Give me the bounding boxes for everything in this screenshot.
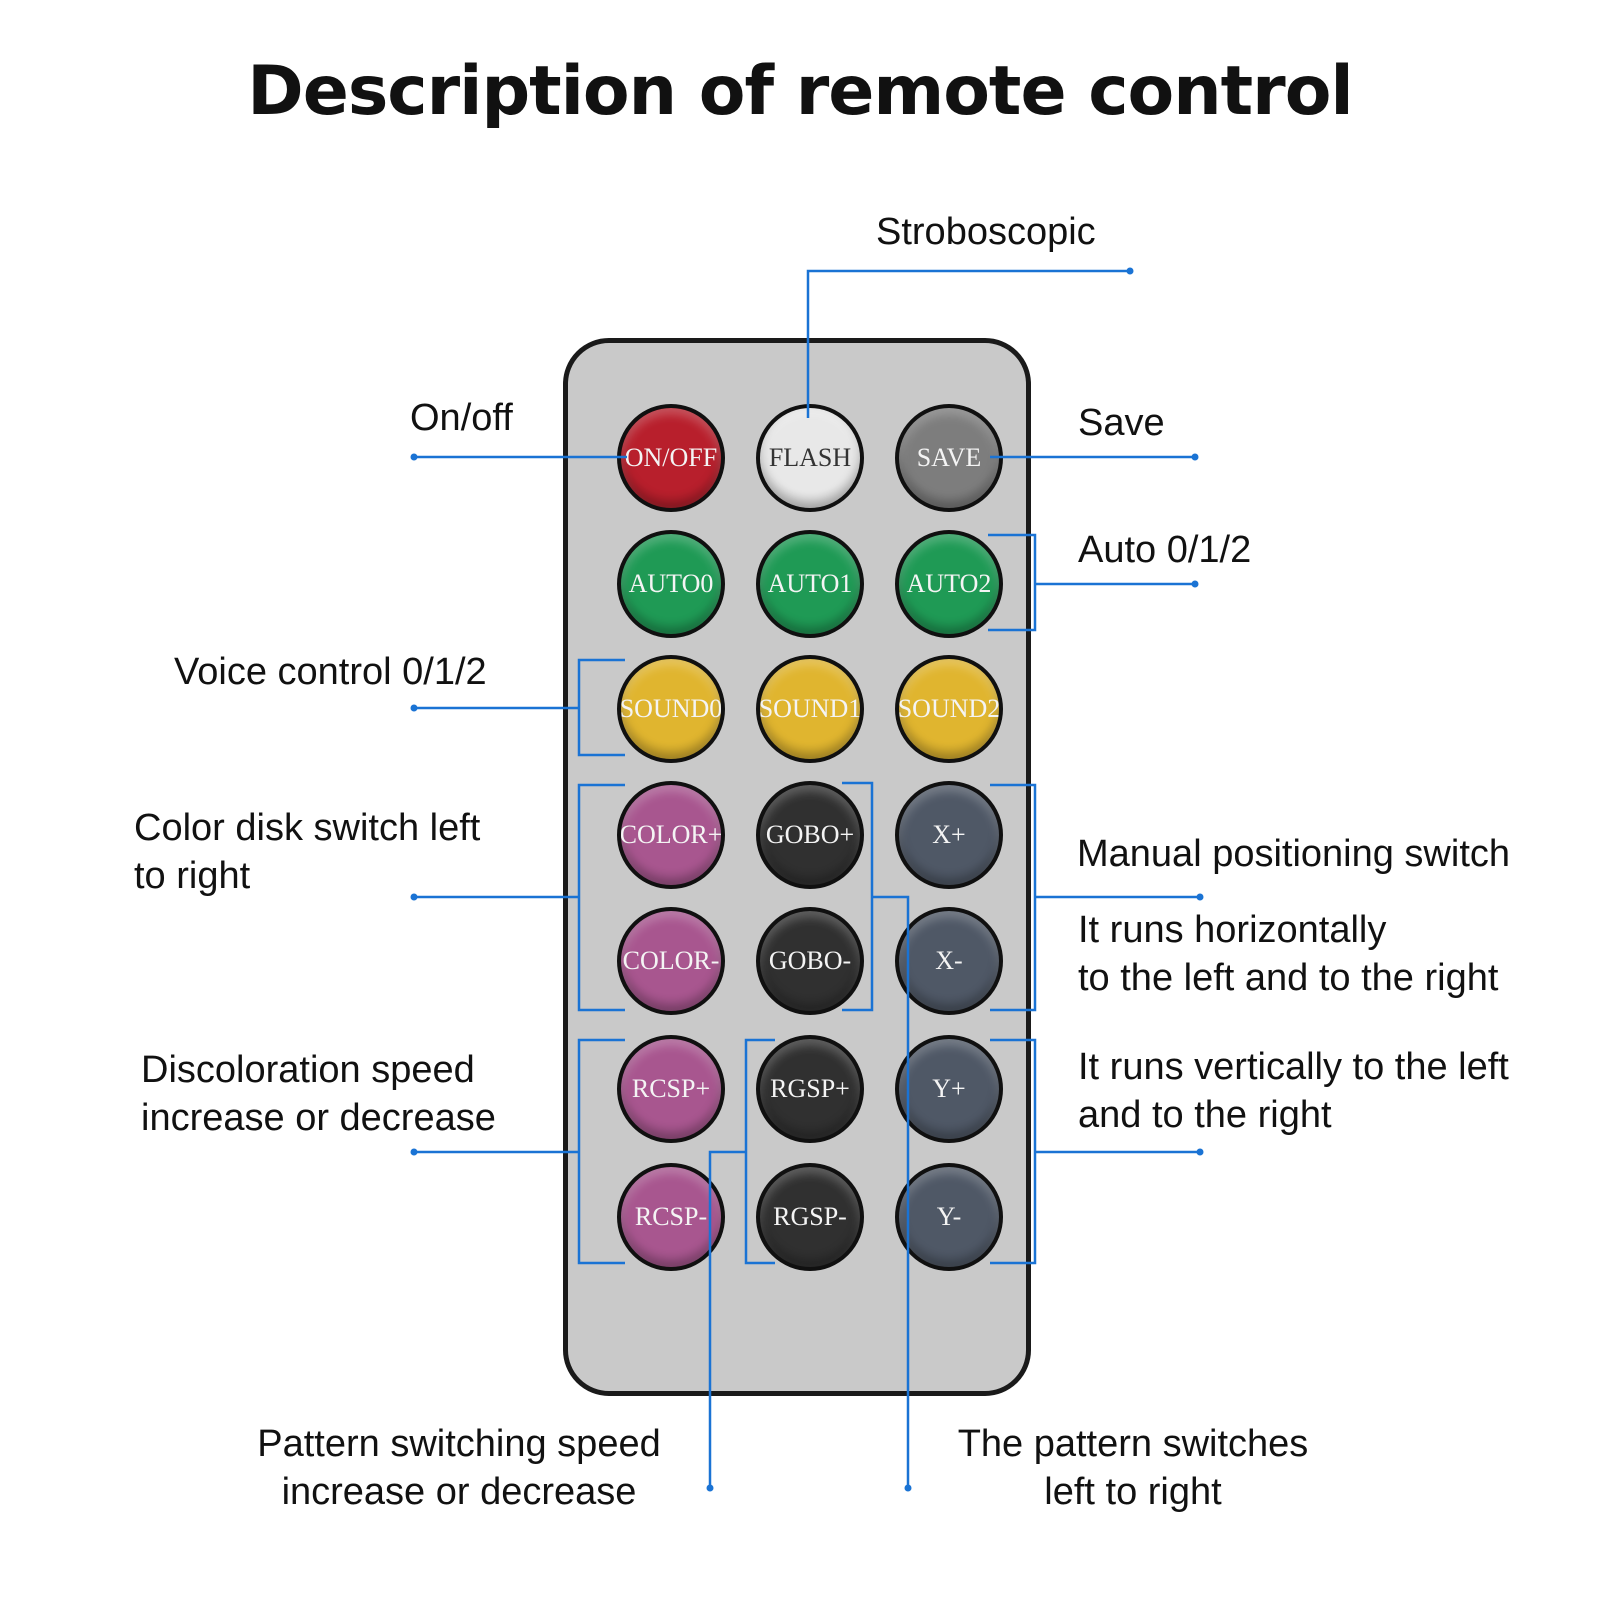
pattern-switch-label: The pattern switches left to right: [928, 1420, 1338, 1516]
label-line: to right: [134, 855, 251, 897]
button-label: RCSP-: [634, 1202, 708, 1231]
sound0-button[interactable]: SOUND0: [617, 655, 725, 763]
button-label: COLOR-: [622, 946, 720, 975]
button-label: Y+: [932, 1074, 966, 1103]
button-label: X-: [935, 946, 963, 975]
discoloration-bracket: [577, 1038, 625, 1265]
button-label: AUTO0: [628, 569, 714, 598]
leader-dot: [1191, 580, 1199, 588]
pattern-switch-leader: [872, 895, 910, 1488]
auto0-button[interactable]: AUTO0: [617, 530, 725, 638]
button-label: FLASH: [768, 443, 852, 472]
button-label: GOBO+: [765, 820, 855, 849]
label-line: to the left and to the right: [1078, 957, 1499, 999]
rcsp-plus-button[interactable]: RCSP+: [617, 1035, 725, 1143]
sound2-button[interactable]: SOUND2: [895, 655, 1003, 763]
button-label: X+: [932, 820, 966, 849]
pattern-speed-label: Pattern switching speed increase or decr…: [224, 1420, 694, 1516]
label-line: left to right: [1044, 1471, 1222, 1513]
leader-dot: [1191, 453, 1199, 461]
voice-control-label: Voice control 0/1/2: [174, 651, 487, 693]
leader-dot: [410, 1148, 418, 1156]
leader-dot: [1196, 893, 1204, 901]
save-label: Save: [1078, 402, 1165, 444]
leader-dot: [904, 1484, 912, 1492]
vertical-label: It runs vertically to the left and to th…: [1078, 1043, 1509, 1139]
color-disk-label: Color disk switch left to right: [134, 804, 480, 900]
discoloration-label: Discoloration speed increase or decrease: [141, 1046, 496, 1142]
button-label: SOUND1: [758, 694, 862, 723]
label-line: Discoloration speed: [141, 1049, 475, 1091]
color-plus-button[interactable]: COLOR+: [617, 781, 725, 889]
label-line: The pattern switches: [957, 1423, 1309, 1465]
label-line: It runs vertically to the left: [1078, 1046, 1509, 1088]
label-line: Color disk switch left: [134, 807, 481, 849]
label-line: It runs horizontally: [1078, 909, 1387, 951]
button-label: RCSP+: [631, 1074, 711, 1103]
gobo-plus-button[interactable]: GOBO+: [756, 781, 864, 889]
sound1-button[interactable]: SOUND1: [756, 655, 864, 763]
color-disk-bracket: [577, 783, 625, 1012]
leader-dot: [706, 1484, 714, 1492]
horizontal-label: It runs horizontally to the left and to …: [1078, 906, 1498, 1002]
auto-bracket: [988, 533, 1037, 632]
button-label: SOUND2: [897, 694, 1001, 723]
y-minus-button[interactable]: Y-: [895, 1163, 1003, 1271]
button-label: RGSP-: [773, 1202, 847, 1231]
auto2-button[interactable]: AUTO2: [895, 530, 1003, 638]
color-minus-button[interactable]: COLOR-: [617, 907, 725, 1015]
button-label: GOBO-: [768, 946, 852, 975]
y-plus-button[interactable]: Y+: [895, 1035, 1003, 1143]
on-off-label: On/off: [410, 397, 513, 439]
auto1-button[interactable]: AUTO1: [756, 530, 864, 638]
rgsp-bracket: [744, 1038, 775, 1265]
leader-dot: [410, 453, 418, 461]
button-label: ON/OFF: [624, 443, 718, 472]
page-title: Description of remote control: [247, 52, 1353, 131]
leader-dot: [1126, 267, 1134, 275]
rcsp-minus-button[interactable]: RCSP-: [617, 1163, 725, 1271]
auto-label: Auto 0/1/2: [1078, 529, 1252, 571]
rgsp-plus-button[interactable]: RGSP+: [756, 1035, 864, 1143]
button-label: COLOR+: [619, 820, 723, 849]
button-label: SAVE: [916, 443, 982, 472]
leader-dot: [410, 704, 418, 712]
button-label: SOUND0: [619, 694, 723, 723]
label-line: and to the right: [1078, 1094, 1332, 1136]
flash-button[interactable]: FLASH: [756, 404, 864, 512]
stroboscopic-leader: [806, 269, 1130, 418]
voice-bracket: [577, 658, 625, 757]
leader-dot: [410, 893, 418, 901]
button-label: Y-: [936, 1202, 962, 1231]
button-label: RGSP+: [770, 1074, 850, 1103]
pattern-speed-leader: [708, 1150, 746, 1488]
label-line: Pattern switching speed: [257, 1423, 661, 1465]
x-bracket: [990, 783, 1037, 1012]
stroboscopic-label: Stroboscopic: [876, 211, 1096, 253]
button-label: AUTO1: [767, 569, 853, 598]
x-minus-button[interactable]: X-: [895, 907, 1003, 1015]
button-label: AUTO2: [906, 569, 992, 598]
rgsp-minus-button[interactable]: RGSP-: [756, 1163, 864, 1271]
x-plus-button[interactable]: X+: [895, 781, 1003, 889]
label-line: increase or decrease: [141, 1097, 496, 1139]
manual-positioning-label: Manual positioning switch: [1077, 833, 1511, 875]
label-line: increase or decrease: [281, 1471, 637, 1513]
save-button[interactable]: SAVE: [895, 404, 1003, 512]
y-bracket: [990, 1038, 1037, 1265]
leader-dot: [1196, 1148, 1204, 1156]
gobo-bracket: [842, 781, 874, 1012]
on-off-button[interactable]: ON/OFF: [617, 404, 725, 512]
gobo-minus-button[interactable]: GOBO-: [756, 907, 864, 1015]
